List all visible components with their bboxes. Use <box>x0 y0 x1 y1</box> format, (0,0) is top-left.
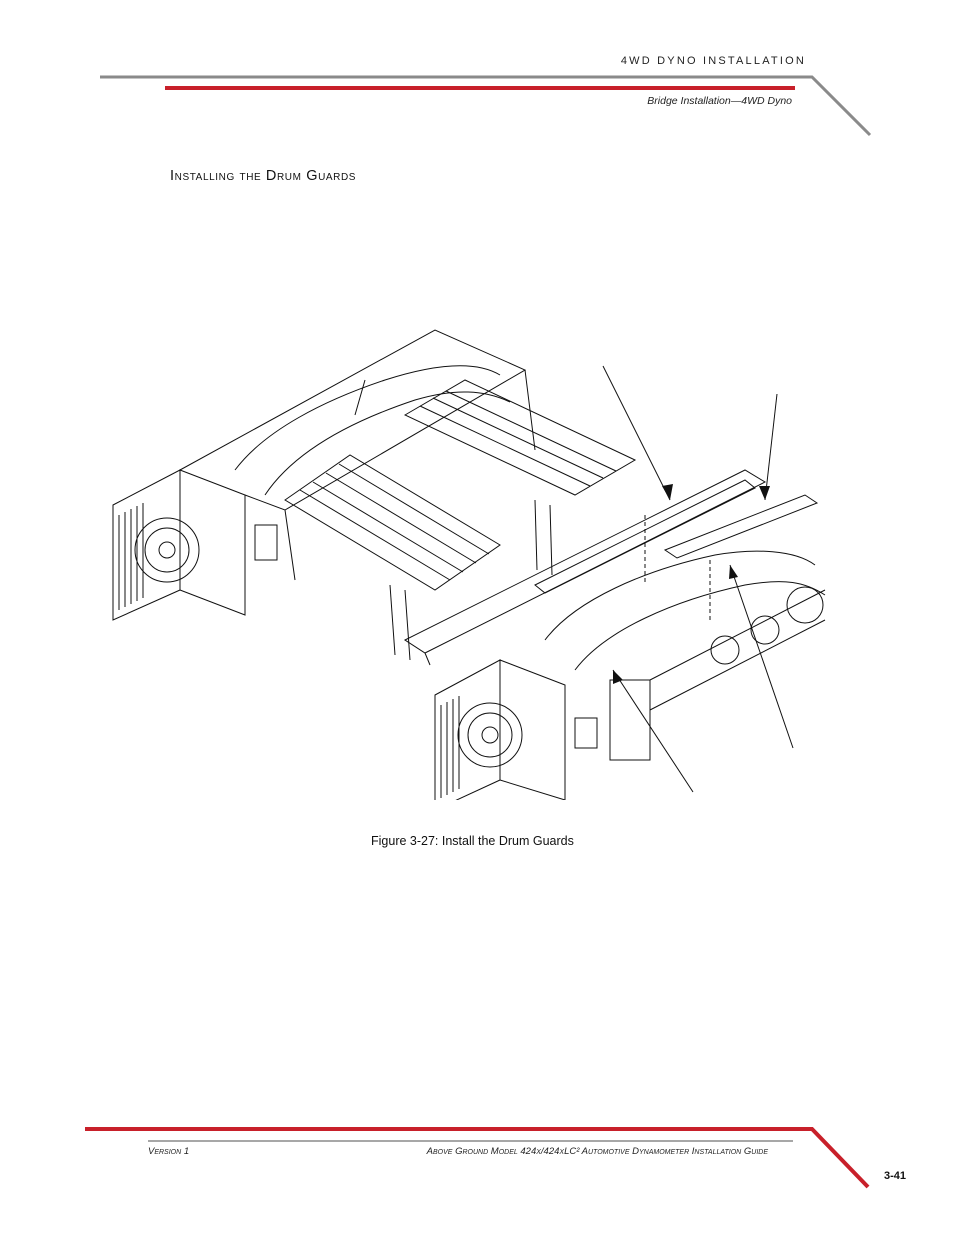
rear-frame <box>179 329 536 581</box>
rear-absorber-unit <box>112 469 278 621</box>
figure-caption: Figure 3-27: Install the Drum Guards <box>371 834 574 848</box>
chapter-title: 4WD DYNO INSTALLATION <box>620 55 806 67</box>
footer-guide-title: Above Ground Model 424x/424xLC² Automoti… <box>426 1146 768 1157</box>
footer-rules <box>85 1127 870 1189</box>
drum-guard-illustration <box>112 329 826 800</box>
arrowheads <box>613 484 770 684</box>
callout-arrows <box>602 365 794 793</box>
front-absorber-unit <box>434 659 598 800</box>
footer-version: Version 1 <box>148 1146 190 1157</box>
motor-assembly <box>609 586 826 761</box>
section-reference: Bridge Installation—4WD Dyno <box>647 95 792 107</box>
front-drum <box>544 550 826 671</box>
rear-drum <box>234 365 511 496</box>
header-rules <box>100 75 872 137</box>
rear-deck-plates <box>284 454 501 661</box>
center-deck-plates <box>403 379 637 576</box>
drum-guard-parts <box>534 479 819 620</box>
page-number: 3-41 <box>883 1170 906 1182</box>
front-beam <box>403 469 767 666</box>
section-heading: Installing the Drum Guards <box>170 168 357 184</box>
